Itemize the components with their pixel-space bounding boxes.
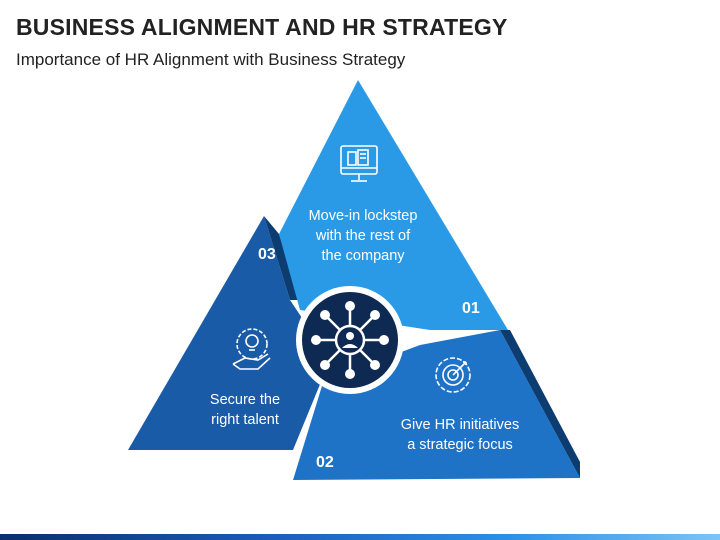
segment-01-number: 01 [462, 300, 480, 317]
bottom-accent-bar [0, 534, 720, 540]
segment-01-text: Move-in lockstep with the rest of the co… [308, 208, 418, 264]
segment-03-shape [128, 216, 330, 450]
segment-02-text: Give HR initiatives a strategic focus [400, 417, 520, 453]
hand-gear-lightbulb-icon [232, 328, 271, 370]
page-subtitle: Importance of HR Alignment with Business… [16, 50, 406, 69]
building-monitor-icon [340, 145, 378, 182]
segment-01-shape [279, 80, 508, 330]
gear-target-icon [435, 357, 471, 393]
network-nodes [311, 301, 389, 379]
segment-03-side [264, 216, 300, 300]
segment-02-side [500, 330, 580, 478]
page-title: BUSINESS ALIGNMENT AND HR STRATEGY [16, 14, 508, 40]
segment-03-text: Secure the right talent [209, 392, 281, 428]
segment-02-number: 02 [316, 454, 334, 471]
segment-03-number: 03 [258, 246, 276, 263]
network-people-icon [320, 310, 380, 370]
